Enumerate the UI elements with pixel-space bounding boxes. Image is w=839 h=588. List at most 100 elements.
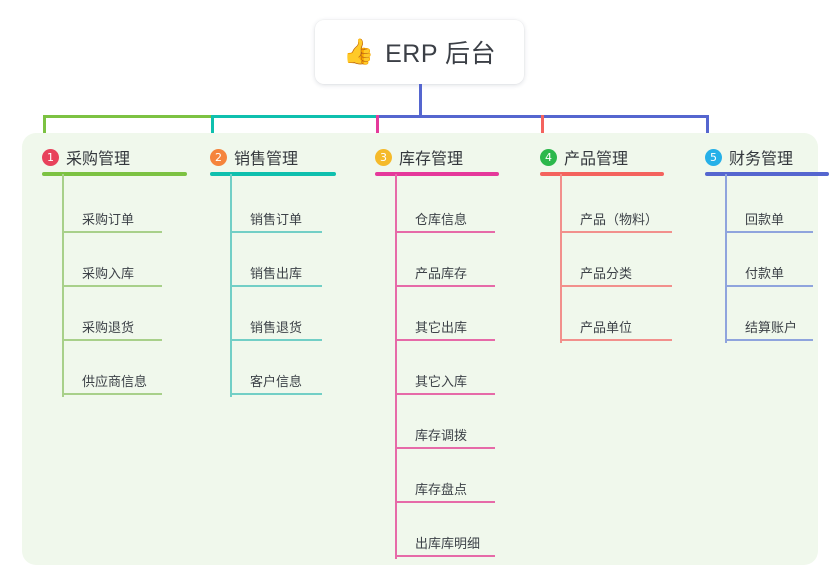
leaf-item[interactable]: 付款单 — [725, 253, 813, 287]
leaf-item-label: 结算账户 — [745, 320, 798, 335]
root-stem-line — [419, 84, 422, 118]
branch-header-2[interactable]: 2 销售管理 — [210, 145, 298, 169]
leaf-item[interactable]: 销售订单 — [230, 199, 322, 233]
branch-number-badge: 3 — [375, 148, 392, 166]
leaf-item-rule — [62, 231, 162, 233]
leaf-item-label: 其它入库 — [415, 374, 468, 389]
leaf-item-label: 产品（物料） — [580, 212, 659, 227]
root-node-title: ERP 后台 — [385, 40, 497, 68]
branch-number-badge: 2 — [210, 148, 227, 166]
branch-stem-line — [725, 174, 727, 343]
leaf-item-rule — [230, 231, 322, 233]
branch-header-1[interactable]: 1 采购管理 — [42, 145, 130, 169]
branch-header-3[interactable]: 3 库存管理 — [375, 145, 463, 169]
leaf-item-rule — [560, 285, 672, 287]
leaf-item-label: 采购入库 — [82, 266, 135, 281]
leaf-item-label: 销售出库 — [250, 266, 303, 281]
leaf-item-rule — [230, 393, 322, 395]
branch-header-4[interactable]: 4 产品管理 — [540, 145, 628, 169]
branch-drop-3 — [376, 115, 379, 139]
leaf-item-rule — [560, 339, 672, 341]
leaf-item[interactable]: 采购入库 — [62, 253, 162, 287]
leaf-item-label: 回款单 — [745, 212, 785, 227]
branch-title: 销售管理 — [234, 151, 299, 168]
leaf-item-rule — [395, 501, 495, 503]
leaf-item[interactable]: 产品（物料） — [560, 199, 672, 233]
leaf-item[interactable]: 供应商信息 — [62, 361, 162, 395]
leaf-item-rule — [725, 231, 813, 233]
leaf-item-rule — [62, 393, 162, 395]
leaf-item[interactable]: 回款单 — [725, 199, 813, 233]
branch-number-badge: 4 — [540, 148, 557, 166]
leaf-item[interactable]: 采购订单 — [62, 199, 162, 233]
leaf-item-rule — [62, 339, 162, 341]
leaf-item-rule — [395, 447, 495, 449]
leaf-item-label: 库存调拨 — [415, 428, 468, 443]
leaf-item-rule — [395, 339, 495, 341]
root-node[interactable]: 👍 ERP 后台 — [315, 20, 524, 84]
leaf-item[interactable]: 采购退货 — [62, 307, 162, 341]
leaf-item-label: 产品单位 — [580, 320, 633, 335]
branches-panel: 1 采购管理采购订单采购入库采购退货供应商信息 2 销售管理销售订单销售出库销售退货客… — [22, 133, 829, 565]
branch-header-rule — [705, 172, 829, 176]
leaf-item-rule — [395, 285, 495, 287]
leaf-item[interactable]: 库存调拨 — [395, 415, 495, 449]
leaf-item-label: 产品库存 — [415, 266, 468, 281]
branch-drop-2 — [211, 115, 214, 139]
bus-segment-2 — [211, 115, 379, 118]
leaf-item-rule — [230, 285, 322, 287]
thumbs-up-icon: 👍 — [342, 37, 375, 66]
leaf-item[interactable]: 产品库存 — [395, 253, 495, 287]
leaf-item-rule — [395, 555, 495, 557]
leaf-item[interactable]: 产品分类 — [560, 253, 672, 287]
leaf-item-rule — [62, 285, 162, 287]
leaf-item[interactable]: 仓库信息 — [395, 199, 495, 233]
leaf-item[interactable]: 库存盘点 — [395, 469, 495, 503]
branch-column-4: 4 产品管理产品（物料） 产品分类产品单位 — [540, 133, 672, 565]
branch-drop-1 — [43, 115, 46, 139]
branch-drop-5 — [706, 115, 709, 139]
leaf-item-label: 付款单 — [745, 266, 785, 281]
leaf-item-label: 其它出库 — [415, 320, 468, 335]
branch-header-rule — [375, 172, 499, 176]
leaf-item-label: 产品分类 — [580, 266, 633, 281]
branch-column-3: 3 库存管理仓库信息产品库存其它出库其它入库库存调拨库存盘点出库库明细 — [375, 133, 499, 565]
leaf-item-label: 采购退货 — [82, 320, 135, 335]
branch-header-rule — [42, 172, 187, 176]
branch-column-1: 1 采购管理采购订单采购入库采购退货供应商信息 — [42, 133, 187, 565]
branch-title: 产品管理 — [564, 151, 629, 168]
leaf-item-rule — [725, 285, 813, 287]
leaf-item-rule — [725, 339, 813, 341]
leaf-item[interactable]: 产品单位 — [560, 307, 672, 341]
branch-title: 财务管理 — [729, 151, 794, 168]
branch-number-badge: 1 — [42, 148, 59, 166]
branch-title: 采购管理 — [66, 151, 131, 168]
leaf-item-rule — [560, 231, 672, 233]
leaf-item-label: 销售订单 — [250, 212, 303, 227]
leaf-item[interactable]: 销售退货 — [230, 307, 322, 341]
bus-segment-1 — [43, 115, 214, 118]
leaf-item[interactable]: 销售出库 — [230, 253, 322, 287]
branch-column-2: 2 销售管理销售订单销售出库销售退货客户信息 — [210, 133, 336, 565]
leaf-item-label: 仓库信息 — [415, 212, 468, 227]
leaf-item-label: 采购订单 — [82, 212, 135, 227]
leaf-item-label: 客户信息 — [250, 374, 303, 389]
leaf-item-rule — [395, 393, 495, 395]
leaf-item[interactable]: 出库库明细 — [395, 523, 495, 557]
branch-drop-4 — [541, 115, 544, 139]
branch-header-rule — [210, 172, 336, 176]
branch-title: 库存管理 — [399, 151, 464, 168]
leaf-item[interactable]: 客户信息 — [230, 361, 322, 395]
leaf-item-label: 库存盘点 — [415, 482, 468, 497]
leaf-item[interactable]: 其它入库 — [395, 361, 495, 395]
leaf-item-label: 供应商信息 — [82, 374, 148, 389]
branch-stem-line — [395, 174, 397, 559]
branch-stem-line — [560, 174, 562, 343]
leaf-item[interactable]: 结算账户 — [725, 307, 813, 341]
leaf-item-label: 销售退货 — [250, 320, 303, 335]
leaf-item[interactable]: 其它出库 — [395, 307, 495, 341]
leaf-item-label: 出库库明细 — [415, 536, 481, 551]
